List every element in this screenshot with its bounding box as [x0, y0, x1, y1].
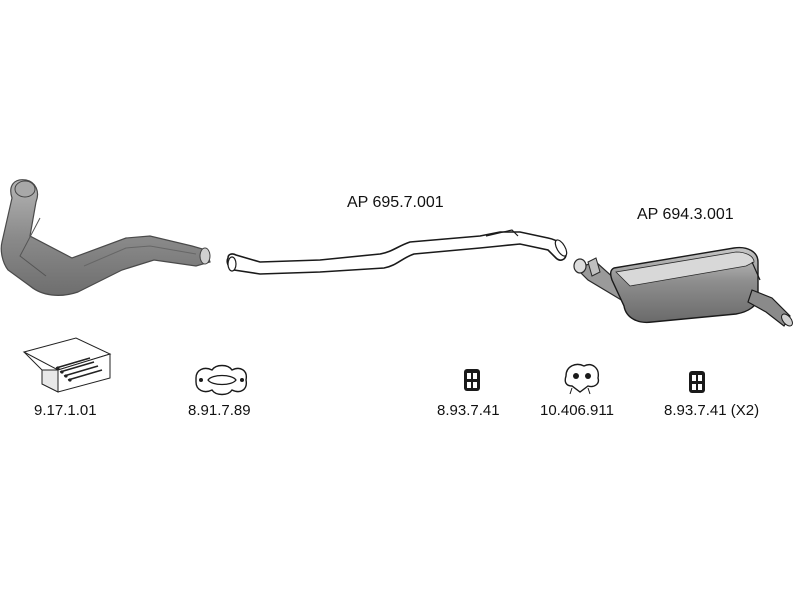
fitting-kit-icon — [22, 337, 112, 393]
rubber-mount-code: 8.93.7.41 — [437, 402, 500, 419]
rear-silencer-code: AP 694.3.001 — [637, 206, 734, 223]
middle-pipe-code: AP 695.7.001 — [347, 194, 444, 211]
rubber-mount-x2-code: 8.93.7.41 (X2) — [664, 402, 760, 419]
rubber-hanger-code: 10.406.911 — [540, 402, 614, 419]
rubber-hanger-icon — [564, 363, 600, 395]
rear-silencer-assembly — [573, 246, 793, 327]
fitting-kit-code: 9.17.1.01 — [34, 402, 97, 419]
middle-pipe-assembly — [226, 229, 568, 275]
rubber-mount-icon — [464, 369, 480, 391]
rubber-mount-icon — [689, 371, 705, 393]
clamp-icon — [195, 364, 247, 396]
front-pipe-assembly — [0, 179, 211, 296]
clamp-code: 8.91.7.89 — [188, 402, 251, 419]
